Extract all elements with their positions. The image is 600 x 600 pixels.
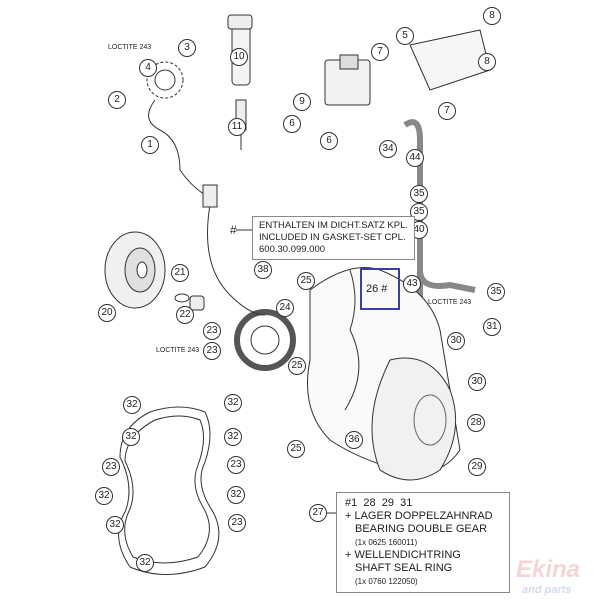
callout-7[interactable]: 7 xyxy=(438,102,456,120)
kit-item2-en: SHAFT SEAL RING xyxy=(355,562,453,574)
callout-35[interactable]: 35 xyxy=(410,185,428,203)
callout-32[interactable]: 32 xyxy=(224,428,242,446)
kit-ref: #1 xyxy=(345,497,358,509)
gasket-note-line1: ENTHALTEN IM DICHT.SATZ KPL. xyxy=(259,220,409,231)
watermark-logo: Ekina xyxy=(516,556,581,583)
callout-8[interactable]: 8 xyxy=(483,7,501,25)
gasket-symbol: # xyxy=(230,223,237,237)
kit-ref: 28 xyxy=(363,497,376,509)
callout-32[interactable]: 32 xyxy=(95,487,113,505)
callout-25[interactable]: 25 xyxy=(287,440,305,458)
callout-30[interactable]: 30 xyxy=(447,332,465,350)
selected-part-highlight[interactable] xyxy=(360,268,400,310)
callout-2[interactable]: 2 xyxy=(108,91,126,109)
kit-item1-en: BEARING DOUBLE GEAR xyxy=(355,523,488,535)
kit-item1-de: + LAGER DOPPELZAHNRAD xyxy=(345,510,493,522)
callout-27[interactable]: 27 xyxy=(309,504,327,522)
callout-23[interactable]: 23 xyxy=(228,514,246,532)
stator-drawing xyxy=(234,309,296,371)
callout-23[interactable]: 23 xyxy=(102,458,120,476)
callout-30[interactable]: 30 xyxy=(468,373,486,391)
callout-20[interactable]: 20 xyxy=(98,304,116,322)
callout-32[interactable]: 32 xyxy=(224,394,242,412)
gasket-drawing xyxy=(118,406,220,575)
callout-34[interactable]: 34 xyxy=(379,140,397,158)
callout-8[interactable]: 8 xyxy=(478,53,496,71)
callout-28[interactable]: 28 xyxy=(467,414,485,432)
sprocket-drawing xyxy=(146,61,184,99)
callout-35[interactable]: 35 xyxy=(487,283,505,301)
callout-6[interactable]: 6 xyxy=(283,115,301,133)
callout-44[interactable]: 44 xyxy=(406,149,424,167)
callout-5[interactable]: 5 xyxy=(396,27,414,45)
callout-22[interactable]: 22 xyxy=(176,306,194,324)
kit-refs: #1 28 29 31 xyxy=(345,497,501,510)
kit-note: #1 28 29 31 + LAGER DOPPELZAHNRAD BEARIN… xyxy=(336,492,510,593)
loctite-label: LOCTITE 243 xyxy=(156,347,200,354)
callout-32[interactable]: 32 xyxy=(106,516,124,534)
callout-36[interactable]: 36 xyxy=(345,431,363,449)
kit-item1-part: (1x 0625 160011) xyxy=(355,538,418,547)
kit-ref: 29 xyxy=(381,497,394,509)
gasket-set-note: ENTHALTEN IM DICHT.SATZ KPL. INCLUDED IN… xyxy=(252,216,416,260)
gasket-note-line2: INCLUDED IN GASKET-SET CPL. xyxy=(259,232,406,243)
callout-29[interactable]: 29 xyxy=(468,458,486,476)
callout-38[interactable]: 38 xyxy=(254,261,272,279)
kit-item2-part: (1x 0760 122050) xyxy=(355,577,418,586)
callout-32[interactable]: 32 xyxy=(122,428,140,446)
callout-31[interactable]: 31 xyxy=(483,318,501,336)
selected-callout-label[interactable]: 26 # xyxy=(366,283,388,295)
callout-24[interactable]: 24 xyxy=(276,299,294,317)
gasket-note-line3: 600.30.099.000 xyxy=(259,244,326,255)
callout-25[interactable]: 25 xyxy=(297,272,315,290)
callout-25[interactable]: 25 xyxy=(288,357,306,375)
callout-23[interactable]: 23 xyxy=(227,456,245,474)
callout-32[interactable]: 32 xyxy=(227,486,245,504)
watermark-logo-sub: and parts xyxy=(522,584,572,596)
callout-7[interactable]: 7 xyxy=(371,43,389,61)
callout-10[interactable]: 10 xyxy=(230,48,248,66)
callout-32[interactable]: 32 xyxy=(123,396,141,414)
callout-21[interactable]: 21 xyxy=(171,264,189,282)
callout-43[interactable]: 43 xyxy=(403,275,421,293)
callout-9[interactable]: 9 xyxy=(293,93,311,111)
callout-23[interactable]: 23 xyxy=(203,322,221,340)
callout-6[interactable]: 6 xyxy=(320,132,338,150)
callout-23[interactable]: 23 xyxy=(203,342,221,360)
callout-3[interactable]: 3 xyxy=(178,39,196,57)
callout-4[interactable]: 4 xyxy=(139,59,157,77)
loctite-label: LOCTITE 243 xyxy=(428,299,472,306)
loctite-label: LOCTITE 243 xyxy=(108,44,152,51)
callout-11[interactable]: 11 xyxy=(228,118,246,136)
kit-ref: 31 xyxy=(400,497,413,509)
callout-1[interactable]: 1 xyxy=(141,136,159,154)
kit-item2-de: + WELLENDICHTRING xyxy=(345,549,461,561)
callout-32[interactable]: 32 xyxy=(136,554,154,572)
